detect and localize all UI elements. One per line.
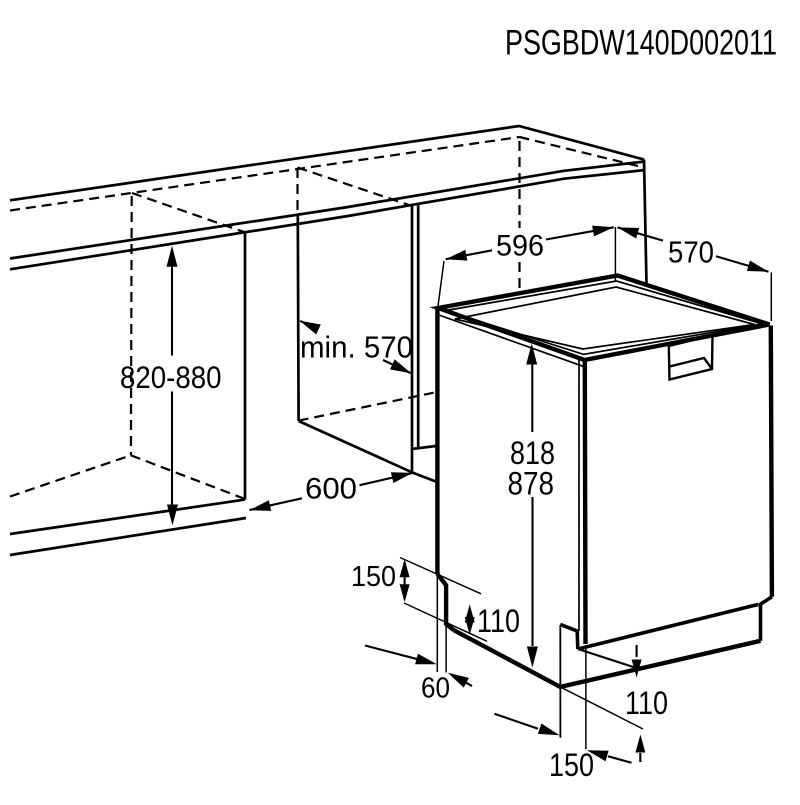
svg-text:600: 600 (305, 473, 357, 506)
svg-text:PSGBDW140D002011: PSGBDW140D002011 (505, 24, 777, 63)
svg-text:570: 570 (668, 235, 714, 270)
svg-text:150: 150 (351, 561, 396, 593)
svg-text:818: 818 (510, 435, 555, 471)
svg-text:110: 110 (477, 603, 520, 639)
svg-text:820-880: 820-880 (120, 359, 222, 395)
svg-text:min. 570: min. 570 (300, 330, 413, 365)
svg-text:60: 60 (421, 673, 450, 705)
svg-text:878: 878 (508, 466, 555, 502)
svg-text:110: 110 (625, 685, 668, 721)
svg-text:596: 596 (496, 230, 544, 263)
svg-text:150: 150 (549, 747, 594, 783)
